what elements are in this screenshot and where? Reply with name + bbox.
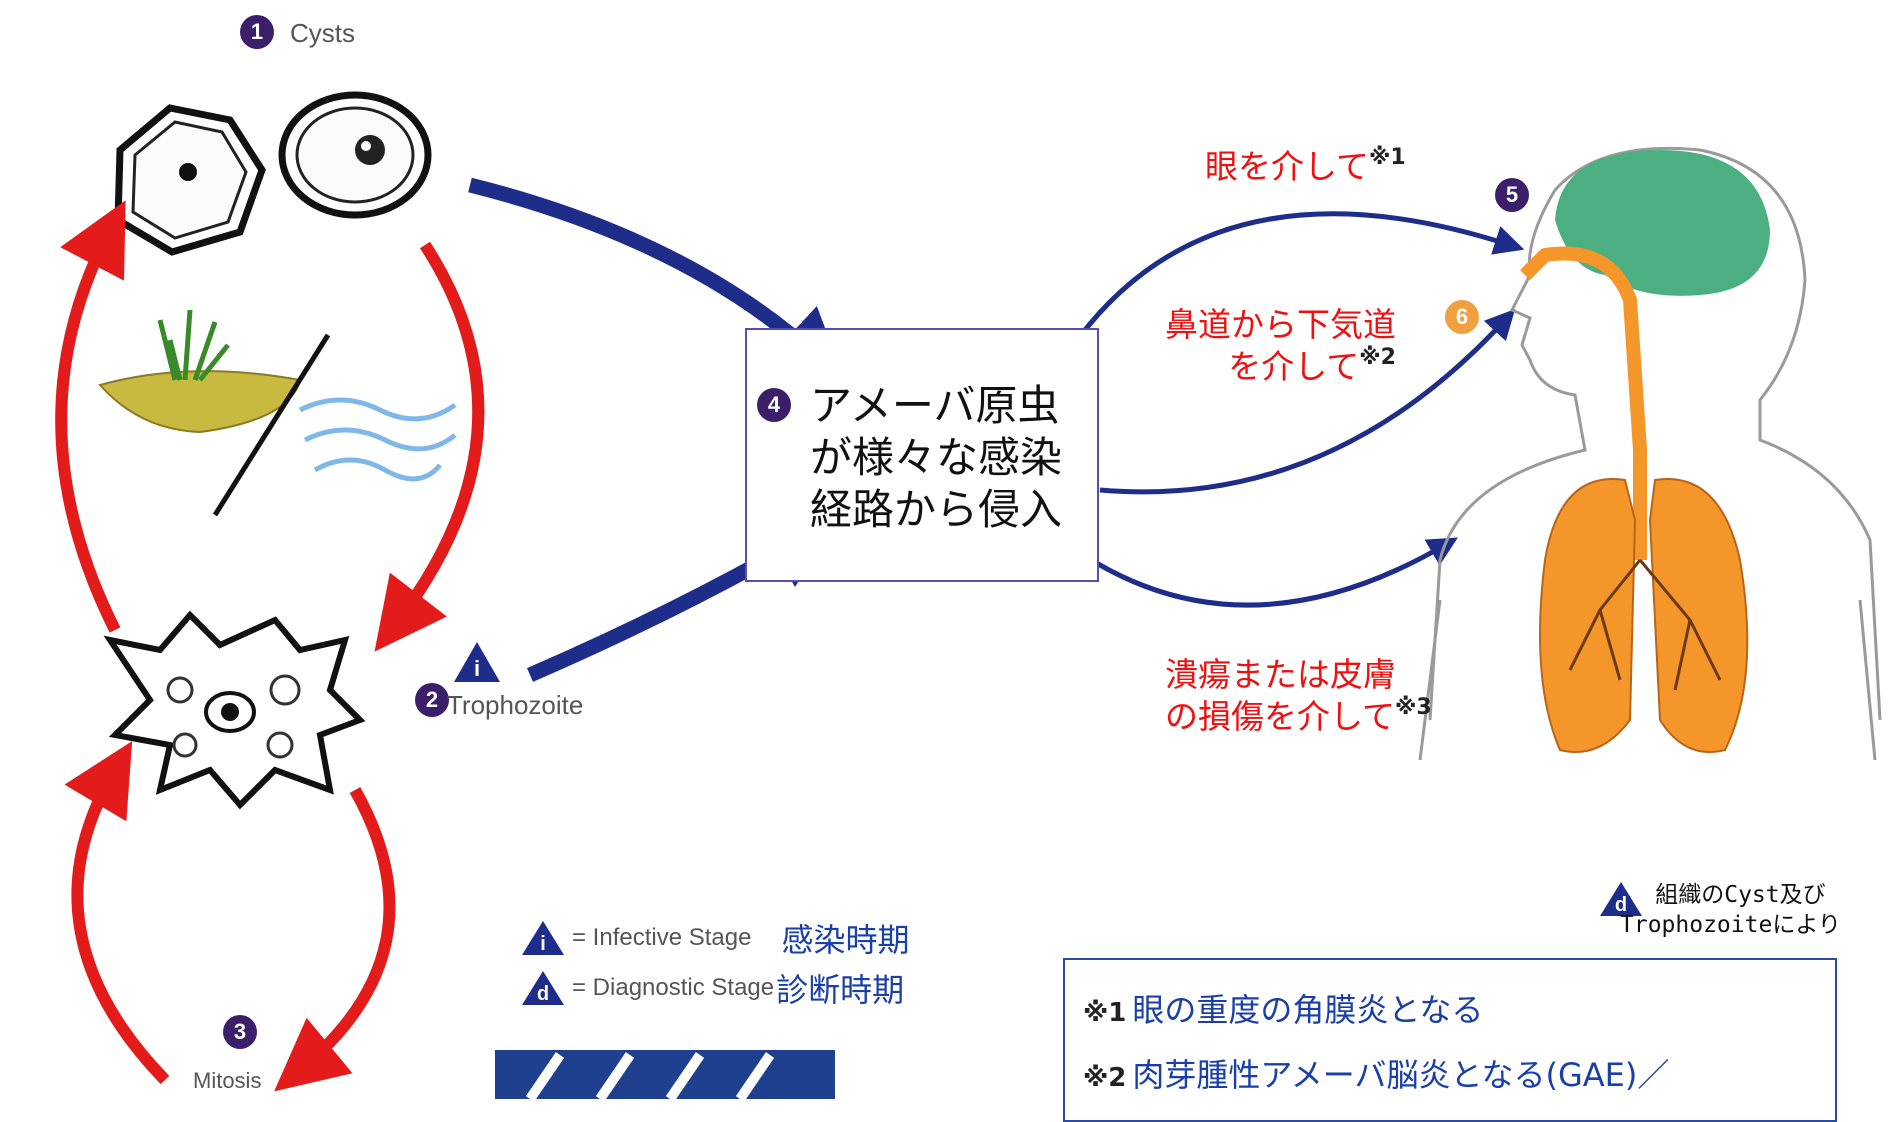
invasion-line-2: が様々な感染 (810, 433, 1063, 482)
route-nose-mark: ※2 (1359, 344, 1396, 370)
stage-badge-1: 1 (240, 15, 274, 49)
cyst-illustrations (114, 91, 432, 256)
divider-slash (212, 333, 331, 517)
footnote-2-text: 肉芽腫性アメーバ脳炎となる(GAE)／ (1132, 1056, 1670, 1094)
route-skin-line-2: の損傷を介して (1165, 696, 1396, 736)
brain-shape (1555, 150, 1770, 296)
human-outline (1418, 146, 1882, 761)
tissue-note-line-2: Trophozoiteにより (1620, 912, 1841, 938)
left-lung (1539, 478, 1637, 753)
route-nose-line-2-wrap: を介して※2 (1165, 345, 1396, 387)
stage-badge-5: 5 (1495, 178, 1529, 212)
route-nose-line-1: 鼻道から下気道 (1165, 305, 1396, 344)
invasion-box (745, 328, 1099, 582)
diagnostic-stage-icon: d (1600, 882, 1642, 916)
cdc-logo (495, 1050, 835, 1099)
svg-text:d: d (1615, 894, 1627, 916)
stage-label-cysts: Cysts (290, 18, 355, 48)
diagnostic-legend-icon: d (522, 971, 564, 1005)
life-cycle-artwork (55, 91, 1882, 1099)
airway (1520, 246, 1647, 560)
red-arrow-cyst-to-troph (374, 241, 485, 652)
grass (157, 309, 230, 382)
route-arrow-eye (1057, 211, 1525, 367)
legend-infective-ja: 感染時期 (781, 921, 910, 959)
tissue-note-line-1: 組織のCyst及び (1655, 882, 1826, 908)
footnote-1-mark: ※1 (1083, 998, 1127, 1028)
route-arrow-nose (1099, 308, 1516, 495)
red-arrow-troph-to-cyst (55, 200, 126, 633)
legend-infective: i = Infective Stage 感染時期 (520, 915, 909, 961)
footnote-2-mark: ※2 (1083, 1063, 1127, 1093)
stage-badge-4: 4 (757, 388, 791, 422)
footnote-box (1063, 958, 1837, 1122)
route-skin-line-2-wrap: の損傷を介して※3 (1165, 695, 1432, 737)
tissue-note: 組織のCyst及び Trophozoiteにより (1620, 880, 1841, 940)
red-arrow-troph-to-mitosis (274, 787, 396, 1092)
legend-diagnostic-ja: 診断時期 (776, 971, 905, 1009)
svg-text:i: i (540, 933, 546, 955)
route-skin-line-1: 潰瘍または皮膚 (1165, 655, 1396, 694)
stage-label-trophozoite: Trophozoite (447, 690, 584, 720)
stage-badge-2: 2 (415, 683, 449, 717)
red-arrow-mitosis-to-troph (64, 741, 170, 1085)
route-eye-mark: ※1 (1369, 145, 1406, 170)
legend-diagnostic: d = Diagnostic Stage 診断時期 (520, 965, 904, 1011)
route-eye-text: 眼を介して (1205, 147, 1370, 186)
human-figure (1418, 146, 1882, 761)
footnote-1-text: 眼の重度の角膜炎となる (1132, 991, 1484, 1029)
legend-diagnostic-en: = Diagnostic Stage (572, 974, 775, 1001)
stage-badge-3: 3 (223, 1015, 257, 1049)
svg-text:i: i (474, 656, 480, 681)
infective-legend-icon: i (522, 921, 564, 955)
route-label-eye: 眼を介して※1 (1205, 145, 1406, 187)
route-skin-mark: ※3 (1395, 694, 1432, 720)
invasion-line-1: アメーバ原虫 (810, 381, 1060, 430)
right-lung (1648, 478, 1749, 753)
route-nose-line-2: を介して (1228, 346, 1360, 386)
route-arrow-skin (1053, 533, 1458, 608)
stage-label-mitosis: Mitosis (193, 1068, 262, 1093)
route-label-nose: 鼻道から下気道 を介して※2 (1165, 305, 1396, 386)
trophozoite-illustration (103, 610, 366, 810)
invasion-text: アメーバ原虫 が様々な感染 経路から侵入 (810, 380, 1062, 536)
route-label-skin: 潰瘍または皮膚 の損傷を介して※3 (1165, 655, 1432, 736)
legend-infective-en: = Infective Stage (572, 924, 752, 951)
environment-illustration (98, 309, 457, 517)
invasion-line-3: 経路から侵入 (810, 485, 1063, 534)
svg-text:d: d (537, 983, 549, 1005)
stage-badge-6: 6 (1445, 300, 1479, 334)
infective-stage-icon: i (454, 642, 500, 682)
water-waves (298, 397, 457, 482)
